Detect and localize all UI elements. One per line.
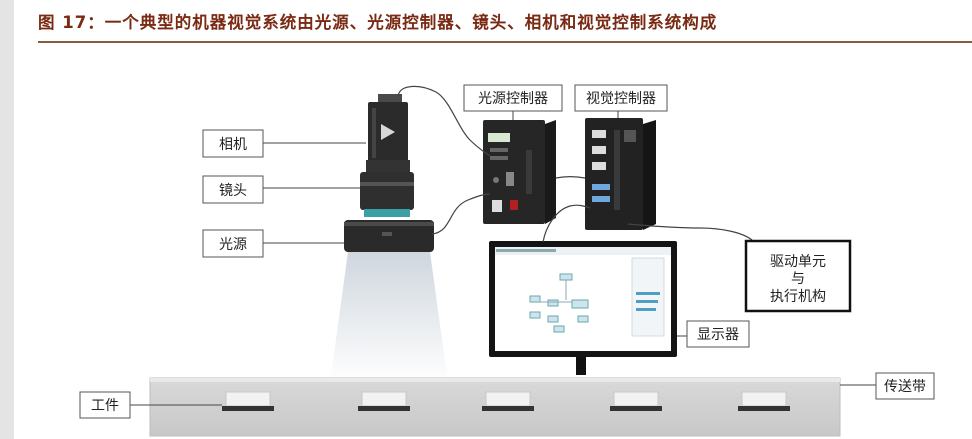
leader-lines: [130, 111, 876, 406]
drive-unit-label-line3: 执行机构: [770, 289, 826, 305]
vision-controller-device: [585, 118, 656, 230]
page-left-margin-bar: [0, 0, 14, 439]
drive-unit-label-line1: 驱动单元: [770, 254, 826, 270]
light-controller-label: 光源控制器: [478, 91, 548, 107]
conveyor-label: 传送带: [884, 379, 926, 395]
display-label: 显示器: [697, 327, 739, 343]
vision-controller-label: 视觉控制器: [586, 91, 656, 107]
connection-cables: [397, 85, 753, 243]
label-boxes: [79, 84, 935, 419]
light-source-label: 光源: [219, 237, 247, 253]
figure-caption: 图 17：一个典型的机器视觉系统由光源、光源控制器、镜头、相机和视觉控制系统构成: [38, 13, 718, 32]
light-controller-device: [483, 120, 556, 224]
ring-light: [344, 220, 434, 252]
drive-unit-label-line2: 与: [791, 271, 805, 287]
lens: [360, 172, 414, 217]
camera-label: 相机: [219, 137, 247, 153]
workpieces: [222, 391, 790, 411]
light-beam: [330, 252, 448, 383]
lens-label: 镜头: [219, 183, 247, 199]
caption-divider: [38, 41, 972, 43]
workpiece-label: 工件: [91, 398, 119, 414]
display-monitor: [489, 241, 677, 375]
camera: [366, 94, 410, 172]
